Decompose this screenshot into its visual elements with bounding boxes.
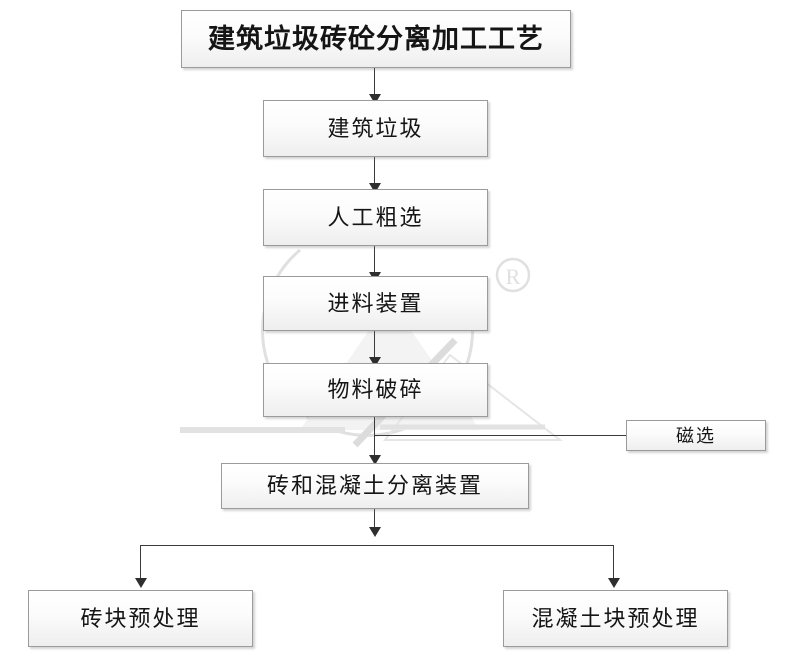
arrowhead-crush-to-separator [369, 455, 381, 465]
connector-feeder-to-crush [374, 331, 375, 359]
connector-magnetic-to-trunk [375, 435, 626, 436]
connector-manual-to-feeder [374, 246, 375, 274]
arrowhead-split-to-concrete [608, 578, 620, 588]
node-manual-sorting-label: 人工粗选 [327, 204, 424, 230]
node-concrete-pretreatment-label: 混凝土块预处理 [531, 605, 700, 631]
node-construction-waste[interactable]: 建筑垃圾 [263, 100, 488, 157]
connector-split-to-brick [140, 545, 141, 580]
node-magnetic-separation[interactable]: 磁选 [626, 420, 766, 451]
node-brick-concrete-separator-label: 砖和混凝土分离装置 [266, 473, 483, 498]
connector-separator-to-split [374, 509, 375, 535]
node-manual-sorting[interactable]: 人工粗选 [263, 189, 488, 246]
node-title[interactable]: 建筑垃圾砖砼分离加工工艺 [181, 10, 571, 68]
node-feeding-device-label: 进料装置 [327, 290, 424, 316]
arrowhead-separator-to-split [369, 527, 381, 537]
node-construction-waste-label: 建筑垃圾 [327, 115, 424, 141]
connector-split-bus [140, 545, 614, 546]
node-magnetic-separation-label: 磁选 [676, 425, 716, 446]
node-concrete-pretreatment[interactable]: 混凝土块预处理 [503, 590, 728, 647]
arrowhead-title-to-waste [369, 94, 381, 104]
connector-split-to-concrete [613, 545, 614, 580]
svg-text:R: R [506, 264, 521, 289]
node-feeding-device[interactable]: 进料装置 [263, 276, 488, 331]
arrowhead-waste-to-manual [369, 183, 381, 193]
node-material-crushing[interactable]: 物料破碎 [263, 363, 488, 417]
node-brick-pretreatment[interactable]: 砖块预处理 [28, 590, 253, 647]
node-material-crushing-label: 物料破碎 [327, 377, 424, 402]
node-title-label: 建筑垃圾砖砼分离加工工艺 [208, 23, 544, 54]
connector-title-to-waste [374, 68, 375, 96]
node-brick-concrete-separator[interactable]: 砖和混凝土分离装置 [221, 463, 529, 509]
node-brick-pretreatment-label: 砖块预处理 [80, 605, 201, 631]
connector-waste-to-manual [374, 157, 375, 185]
arrowhead-split-to-brick [135, 578, 147, 588]
